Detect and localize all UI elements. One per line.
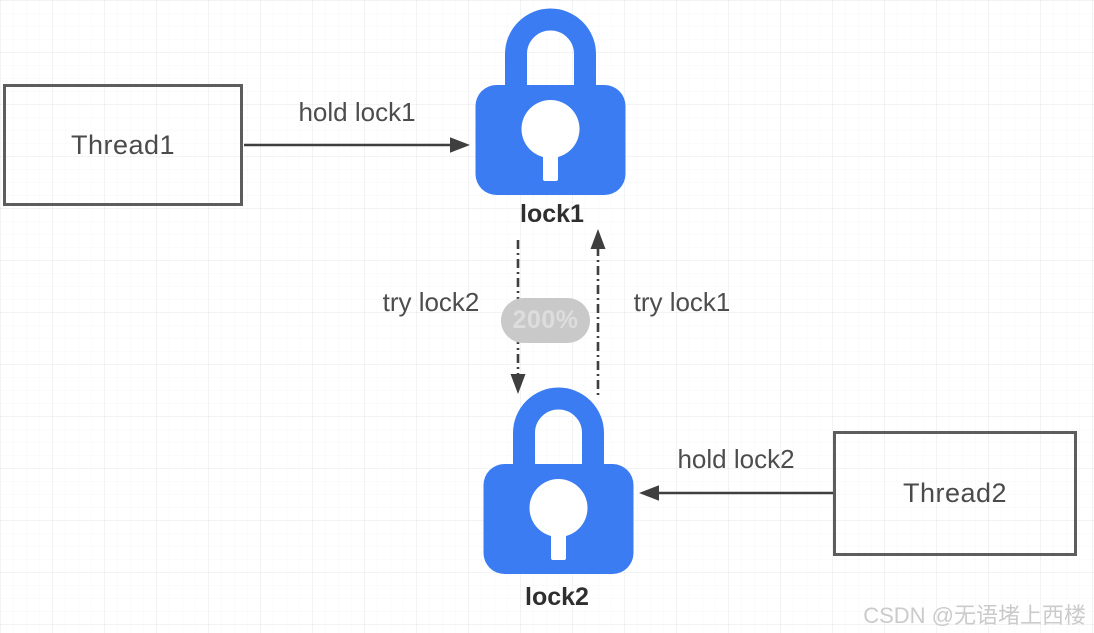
lock2-label: lock2 [525, 583, 589, 611]
hold-lock1-label: hold lock1 [298, 97, 416, 127]
thread1-node: Thread1 [3, 84, 243, 206]
thread1-label: Thread1 [70, 129, 176, 160]
lock1-label: lock1 [520, 200, 584, 228]
try-lock1-arrow [590, 229, 606, 397]
thread2-label: Thread2 [902, 478, 1008, 508]
keyhole [521, 100, 580, 158]
thread2-node: Thread2 [833, 431, 1077, 556]
lock1-icon [475, 8, 626, 195]
keyhole [529, 479, 588, 537]
csdn-watermark: CSDN @无语堵上西楼 [863, 603, 1086, 628]
hold-lock1-arrow [244, 137, 470, 153]
zoom-level-text: 200% [512, 306, 579, 334]
hold-lock2-label: hold lock2 [677, 444, 795, 474]
hold-lock2-arrow [639, 485, 833, 501]
try-lock2-arrow [510, 240, 526, 394]
try-lock2-label: try lock2 [382, 287, 480, 317]
zoom-level-badge: 200% [501, 298, 590, 343]
try-lock1-label: try lock1 [633, 287, 731, 317]
lock2-icon [483, 387, 634, 574]
